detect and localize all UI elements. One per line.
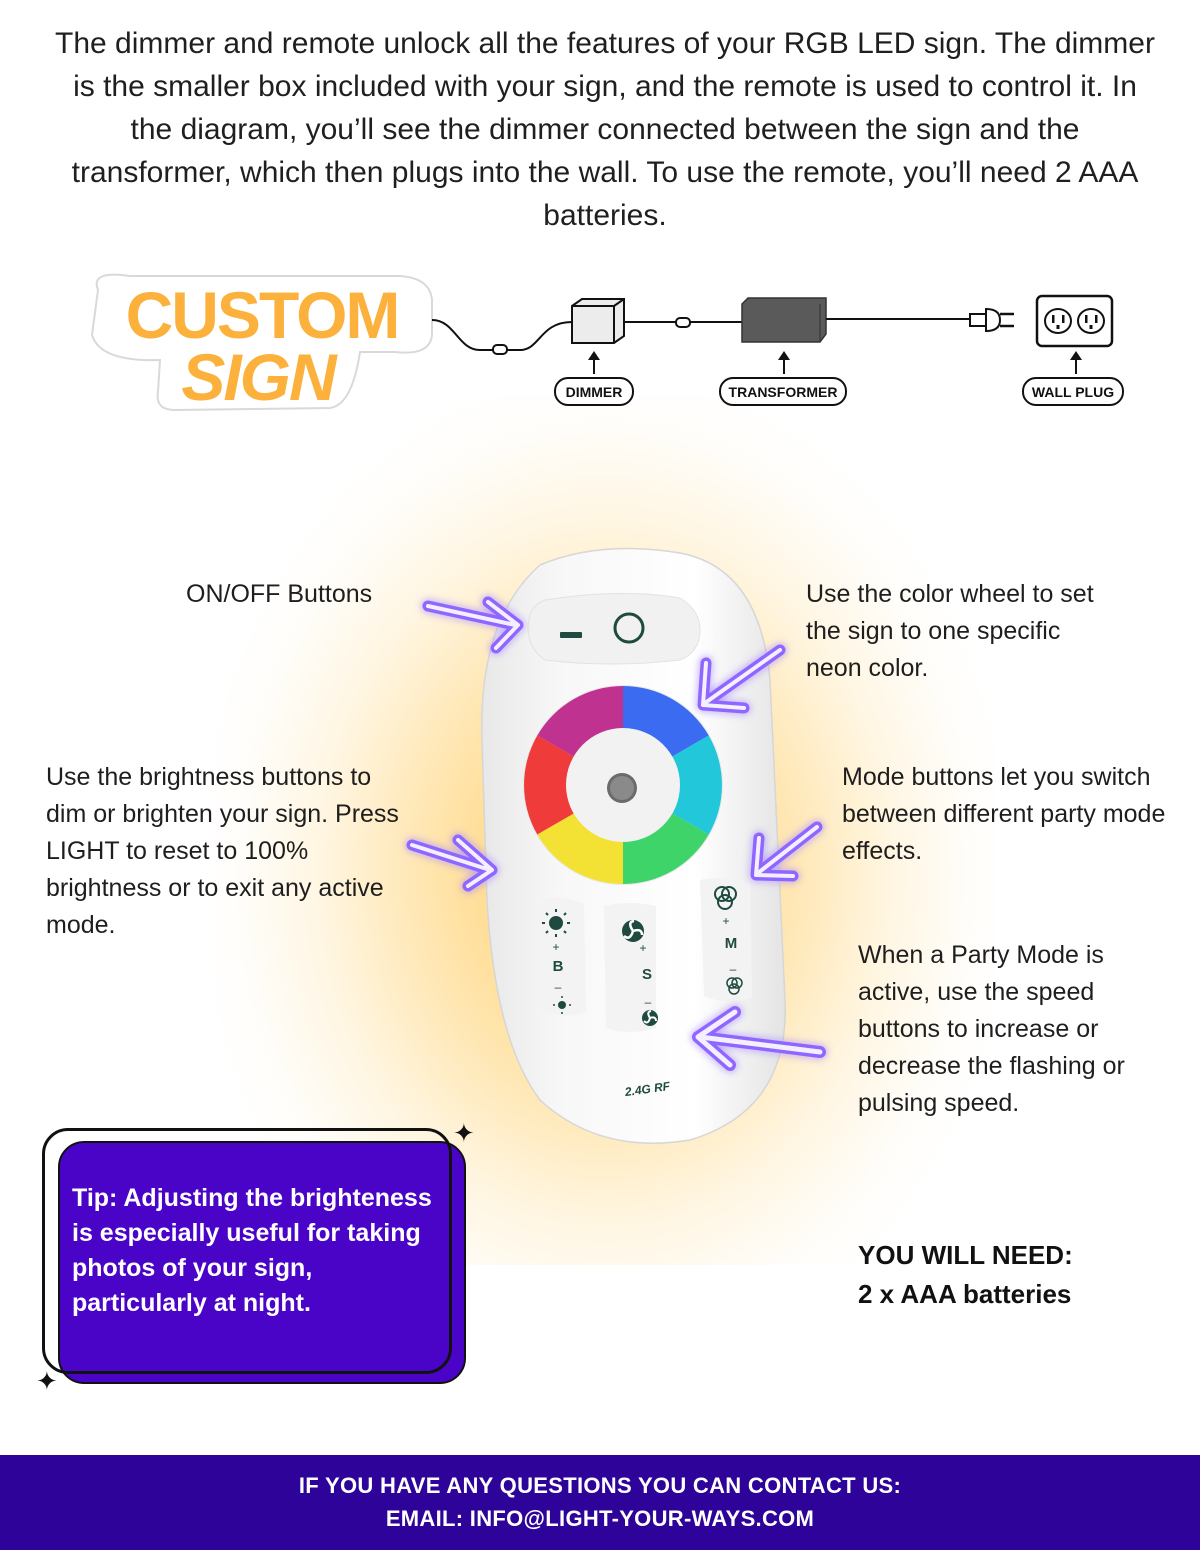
speed-minus: – bbox=[645, 995, 652, 1009]
brightness-letter: B bbox=[553, 958, 564, 975]
mode-letter: M bbox=[725, 935, 738, 952]
mode-callout: Mode buttons let you switch between diff… bbox=[842, 763, 1166, 865]
dimmer-label: DIMMER bbox=[566, 384, 623, 400]
dimmer-up-arrow bbox=[588, 351, 600, 374]
you-will-need: YOU WILL NEED: 2 x AAA batteries bbox=[858, 1236, 1073, 1314]
transformer-up-arrow bbox=[778, 351, 790, 374]
you-will-need-heading: YOU WILL NEED: bbox=[858, 1240, 1073, 1270]
wall-outlet-icon bbox=[1035, 294, 1114, 348]
on-off-callout: ON/OFF Buttons bbox=[186, 580, 373, 608]
wall-plug-label-pill bbox=[1022, 377, 1124, 406]
color-wheel[interactable] bbox=[523, 685, 723, 885]
cable-connector bbox=[492, 344, 508, 355]
mode-minus: – bbox=[730, 962, 737, 976]
connection-diagram: CUSTOM SIGN DIMMER bbox=[90, 273, 1124, 414]
sign-backing-shape bbox=[90, 273, 433, 412]
footer-email-line: EMAIL: INFO@LIGHT-YOUR-WAYS.COM bbox=[385, 1506, 815, 1531]
brightness-down-icon[interactable] bbox=[553, 996, 571, 1014]
remote-control: + B – + S – + M – 2.4G RF bbox=[481, 547, 786, 1144]
speed-callout: When a Party Mode is active, use the spe… bbox=[858, 941, 1125, 1117]
sparkle-icon: ✦ bbox=[36, 1366, 58, 1396]
brightness-minus: – bbox=[555, 980, 562, 994]
contact-footer: IF YOU HAVE ANY QUESTIONS YOU CAN CONTAC… bbox=[0, 1455, 1200, 1550]
transformer-label: TRANSFORMER bbox=[729, 384, 838, 400]
brightness-button-area[interactable] bbox=[536, 897, 586, 1016]
brightness-up-icon[interactable] bbox=[542, 909, 570, 937]
speed-up-icon[interactable] bbox=[622, 919, 644, 942]
on-button-icon[interactable] bbox=[613, 612, 645, 644]
dimmer-label-pill bbox=[554, 377, 634, 406]
rf-label: 2.4G RF bbox=[623, 1079, 672, 1099]
sign-text-line2: SIGN bbox=[181, 340, 338, 414]
wall-plug-label: WALL PLUG bbox=[1032, 384, 1114, 400]
mode-plus: + bbox=[722, 914, 729, 928]
mode-down-icon[interactable] bbox=[726, 977, 743, 995]
off-button-icon[interactable] bbox=[560, 632, 582, 638]
speed-down-icon[interactable] bbox=[642, 1010, 658, 1026]
transformer-icon bbox=[741, 297, 827, 343]
tip-text: Tip: Adjusting the brighteness is especi… bbox=[72, 1184, 432, 1317]
footer-contact-line: IF YOU HAVE ANY QUESTIONS YOU CAN CONTAC… bbox=[298, 1473, 902, 1498]
speed-letter: S bbox=[642, 966, 652, 983]
you-will-need-item: 2 x AAA batteries bbox=[858, 1279, 1072, 1309]
intro-paragraph: The dimmer and remote unlock all the fea… bbox=[55, 27, 1155, 232]
wall-plug-up-arrow bbox=[1070, 351, 1082, 374]
sign-text-line1: CUSTOM bbox=[126, 278, 399, 352]
tip-box bbox=[58, 1141, 466, 1384]
cable-connector bbox=[675, 317, 691, 328]
dimmer-box-icon bbox=[571, 298, 625, 344]
transformer-label-pill bbox=[719, 377, 847, 406]
plug-icon bbox=[969, 307, 1014, 333]
brightness-callout: Use the brightness buttons to dim or bri… bbox=[46, 763, 399, 939]
brightness-plus: + bbox=[552, 940, 559, 954]
tip-box-outline bbox=[42, 1128, 452, 1374]
mode-up-icon[interactable] bbox=[714, 886, 737, 910]
color-wheel-callout: Use the color wheel to set the sign to o… bbox=[806, 580, 1094, 682]
sparkle-icon: ✦ bbox=[453, 1118, 475, 1148]
mode-button-area[interactable] bbox=[700, 877, 752, 1002]
speed-plus: + bbox=[639, 941, 646, 955]
